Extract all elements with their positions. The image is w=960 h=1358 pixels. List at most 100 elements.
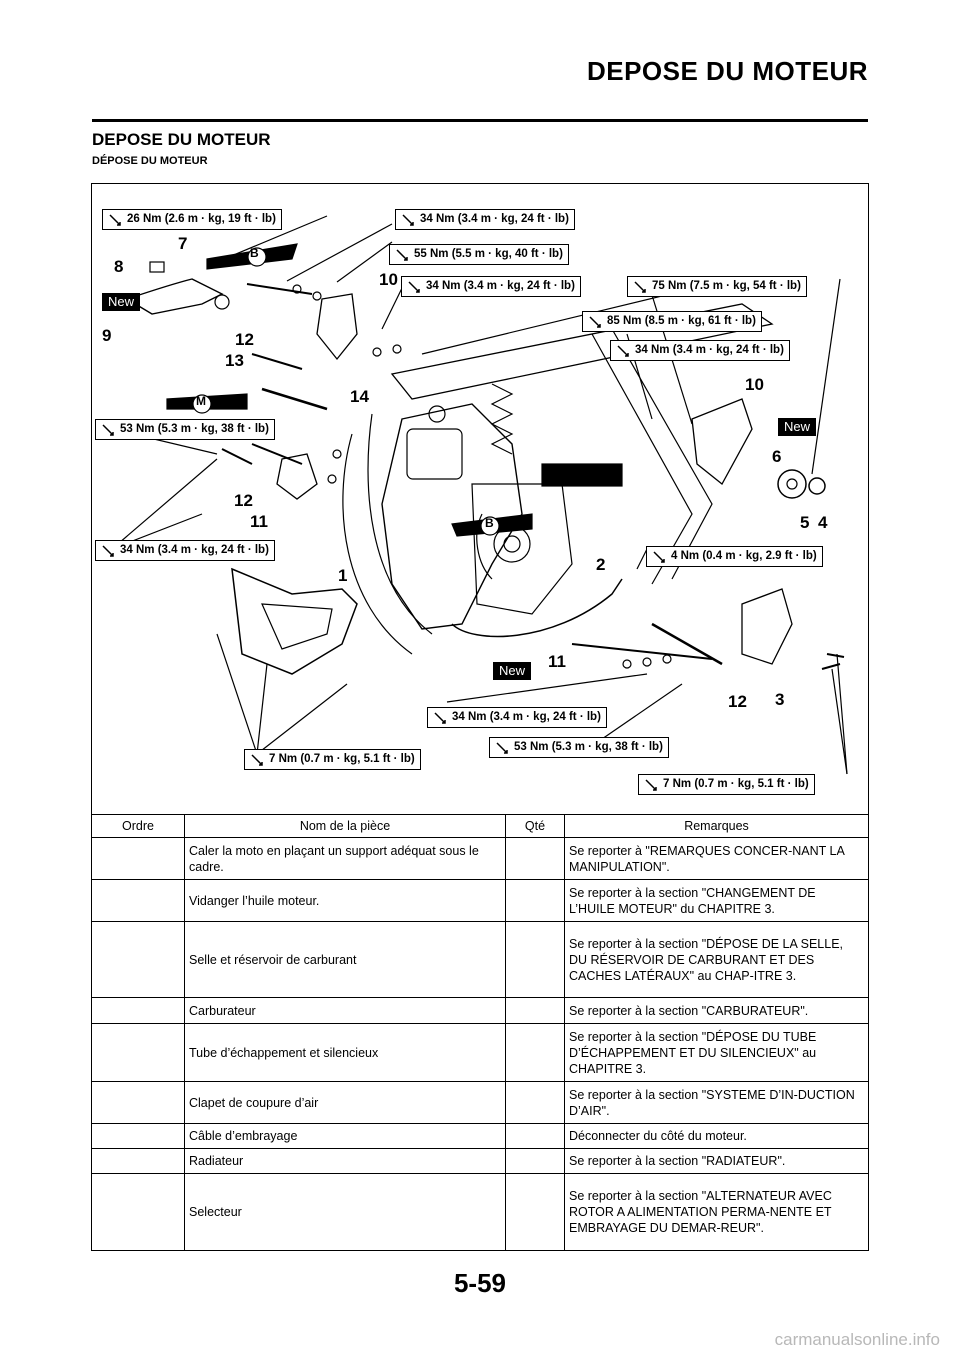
part-callout: 7: [178, 234, 188, 253]
cell-order: [92, 1081, 185, 1124]
part-callout: 6: [772, 447, 782, 466]
page-header-title: DEPOSE DU MOTEUR: [586, 56, 868, 86]
cell-remarks: Se reporter à la section "DÉPOSE DU TUBE…: [564, 1023, 868, 1082]
section-title: DEPOSE DU MOTEUR: [92, 130, 271, 149]
col-header-order: Ordre: [92, 814, 185, 838]
torque-wrench-icon: [408, 281, 420, 293]
torque-label: 34 Nm (3.4 m · kg, 24 ft · lb): [401, 276, 581, 297]
torque-label: 7 Nm (0.7 m · kg, 5.1 ft · lb): [244, 749, 421, 770]
part-callout: 13: [225, 351, 244, 370]
cell-qty: [505, 997, 565, 1024]
cell-remarks: Déconnecter du côté du moteur.: [564, 1123, 868, 1149]
part-callout: 9: [102, 326, 112, 345]
cell-remarks: Se reporter à la section "DÉPOSE DE LA S…: [564, 921, 868, 998]
torque-wrench-icon: [496, 742, 508, 754]
part-callout: 1: [338, 566, 348, 585]
part-callout: 4: [818, 513, 828, 532]
cell-order: [92, 837, 185, 880]
cell-order: [92, 1173, 185, 1250]
part-callout: 14: [350, 387, 369, 406]
cell-name: Caler la moto en plaçant un support adéq…: [184, 837, 506, 880]
torque-wrench-icon: [634, 281, 646, 293]
lubricant-m-marker: M: [196, 394, 206, 408]
cell-name: Radiateur: [184, 1148, 506, 1174]
content-frame: B M B 26 Nm (2.6 m · kg, 19 ft · lb) 34 …: [91, 183, 869, 1251]
lubricant-b-marker: B: [485, 516, 494, 530]
torque-wrench-icon: [396, 249, 408, 261]
cell-order: [92, 1148, 185, 1174]
torque-wrench-icon: [251, 754, 263, 766]
lubricant-b-marker: B: [250, 246, 259, 260]
col-header-remarks: Remarques: [564, 814, 868, 838]
part-callout: 5: [800, 513, 810, 532]
torque-wrench-icon: [102, 545, 114, 557]
torque-wrench-icon: [645, 779, 657, 791]
torque-wrench-icon: [653, 551, 665, 563]
part-callout: 10: [745, 375, 764, 394]
table-row: Tube d’échappement et silencieux Se repo…: [92, 1023, 868, 1082]
table-header-row: Ordre Nom de la pièce Qté Remarques: [92, 814, 868, 838]
part-callout: 2: [596, 555, 606, 574]
torque-label: 53 Nm (5.3 m · kg, 38 ft · lb): [489, 737, 669, 758]
cell-qty: [505, 1123, 565, 1149]
cell-name: Selecteur: [184, 1173, 506, 1250]
cell-qty: [505, 879, 565, 922]
part-callout: 12: [728, 692, 747, 711]
torque-label: 26 Nm (2.6 m · kg, 19 ft · lb): [102, 209, 282, 230]
cell-remarks: Se reporter à la section "RADIATEUR".: [564, 1148, 868, 1174]
new-part-tag: New: [778, 418, 817, 436]
cell-qty: [505, 1023, 565, 1082]
cell-qty: [505, 921, 565, 998]
cell-name: Vidanger l’huile moteur.: [184, 879, 506, 922]
new-part-tag: New: [493, 662, 532, 680]
part-callout: 10: [379, 270, 398, 289]
page-number: 5-59: [453, 1268, 507, 1298]
cell-qty: [505, 1081, 565, 1124]
torque-label: 34 Nm (3.4 m · kg, 24 ft · lb): [610, 340, 790, 361]
table-row: Caler la moto en plaçant un support adéq…: [92, 837, 868, 880]
part-callout: 12: [234, 491, 253, 510]
cell-name: Carburateur: [184, 997, 506, 1024]
torque-label: 55 Nm (5.5 m · kg, 40 ft · lb): [389, 244, 569, 265]
cell-order: [92, 997, 185, 1024]
cell-remarks: Se reporter à la section "CHANGEMENT DE …: [564, 879, 868, 922]
table-row: Vidanger l’huile moteur. Se reporter à l…: [92, 879, 868, 922]
part-callout: 3: [775, 690, 785, 709]
new-part-tag: New: [102, 293, 141, 311]
torque-wrench-icon: [109, 214, 121, 226]
torque-wrench-icon: [434, 712, 446, 724]
table-row: Clapet de coupure d’air Se reporter à la…: [92, 1081, 868, 1124]
cell-remarks: Se reporter à la section "SYSTEME D’IN-D…: [564, 1081, 868, 1124]
cell-order: [92, 1023, 185, 1082]
torque-label: 53 Nm (5.3 m · kg, 38 ft · lb): [95, 419, 275, 440]
cell-name: Clapet de coupure d’air: [184, 1081, 506, 1124]
col-header-qty: Qté: [505, 814, 565, 838]
table-row: Selle et réservoir de carburant Se repor…: [92, 921, 868, 998]
section-subtitle: DÉPOSE DU MOTEUR: [92, 155, 208, 167]
torque-wrench-icon: [102, 424, 114, 436]
cell-qty: [505, 1173, 565, 1250]
col-header-name: Nom de la pièce: [184, 814, 506, 838]
cell-name: Tube d’échappement et silencieux: [184, 1023, 506, 1082]
torque-label: 75 Nm (7.5 m · kg, 54 ft · lb): [627, 276, 807, 297]
header-rule: [92, 119, 868, 122]
cell-remarks: Se reporter à la section "ALTERNATEUR AV…: [569, 1188, 832, 1235]
cell-qty: [505, 1148, 565, 1174]
cell-qty: [505, 837, 565, 880]
cell-remarks: Se reporter à la section "CARBURATEUR".: [564, 997, 868, 1024]
torque-wrench-icon: [617, 345, 629, 357]
part-callout: 11: [548, 652, 566, 671]
engine-line-art: [111, 215, 848, 775]
cell-name: Câble d’embrayage: [184, 1123, 506, 1149]
torque-wrench-icon: [402, 214, 414, 226]
table-row: Selecteur Se reporter à la section "ALTE…: [92, 1173, 868, 1250]
cell-remarks: Se reporter à "REMARQUES CONCER-NANT LA …: [564, 837, 868, 880]
torque-label: 7 Nm (0.7 m · kg, 5.1 ft · lb): [638, 774, 815, 795]
part-callout: 12: [235, 330, 254, 349]
table-row: Radiateur Se reporter à la section "RADI…: [92, 1148, 868, 1174]
watermark: carmanualsonline.info: [774, 1330, 940, 1349]
torque-label: 34 Nm (3.4 m · kg, 24 ft · lb): [395, 209, 575, 230]
cell-order: [92, 879, 185, 922]
cell-order: [92, 1123, 185, 1149]
part-callout: 8: [114, 257, 124, 276]
